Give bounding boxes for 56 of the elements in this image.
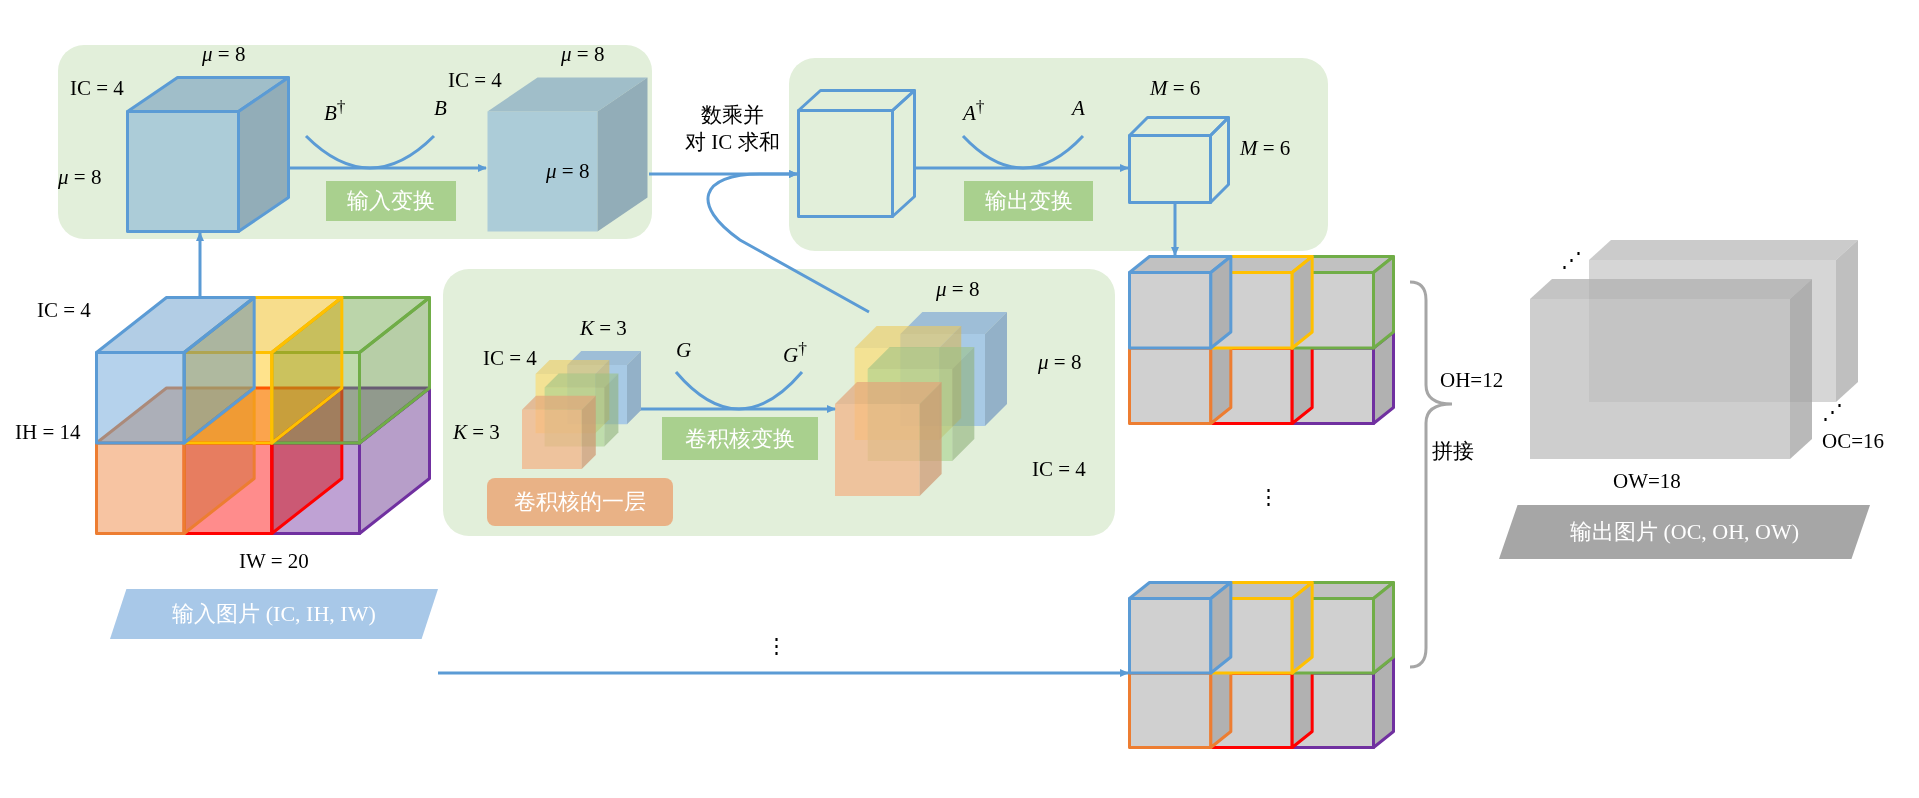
dimension-label: OC=16 xyxy=(1822,429,1884,454)
transform-label: 输出变换 xyxy=(964,181,1093,221)
panel-background xyxy=(58,45,652,239)
output-tile-drawing xyxy=(1128,255,1395,425)
matrix-label: A xyxy=(1072,96,1085,121)
dimension-label: K = 3 xyxy=(580,316,627,341)
dimension-label: μ = 8 xyxy=(546,159,590,184)
kernel-cube-drawing xyxy=(835,312,1007,496)
cube-drawing xyxy=(797,89,916,218)
dimension-label: OW=18 xyxy=(1613,469,1681,494)
arrow xyxy=(706,170,870,314)
edge-label: 数乘并对 IC 求和 xyxy=(685,102,780,157)
dimension-label: IC = 4 xyxy=(70,76,124,101)
dimension-label: IC = 4 xyxy=(1032,457,1086,482)
cube-drawing xyxy=(126,76,290,233)
dimension-label: μ = 8 xyxy=(202,42,246,67)
matrix-label: G$^{†}$ xyxy=(783,338,807,368)
dimension-label: M = 6 xyxy=(1150,76,1201,101)
dimension-label: μ = 8 xyxy=(58,165,102,190)
matrix-label: A$^{†}$ xyxy=(963,96,985,126)
dimension-label: IC = 4 xyxy=(448,68,502,93)
input-tile-drawing xyxy=(95,296,431,535)
dimension-label: IH = 14 xyxy=(15,420,81,445)
dimension-label: μ = 8 xyxy=(561,42,605,67)
kernel-cube-drawing xyxy=(522,351,641,469)
arrow xyxy=(438,669,1129,677)
matrix-label: G xyxy=(676,338,692,363)
arrow xyxy=(196,232,204,296)
dimension-label: OH=12 xyxy=(1440,368,1504,393)
input-image-label: 输入图片 (IC, IH, IW) xyxy=(110,589,438,639)
panel-background xyxy=(789,58,1328,251)
transform-label: 输入变换 xyxy=(326,181,456,221)
dimension-label: μ = 8 xyxy=(936,277,980,302)
ellipsis-mark: ⋮ xyxy=(1258,485,1279,510)
panel-background xyxy=(443,269,1115,536)
matrix-label: B xyxy=(434,96,447,121)
dimension-label: IW = 20 xyxy=(239,549,309,574)
operation-label: 拼接 xyxy=(1432,439,1474,464)
ellipsis-mark: ⋰ xyxy=(1561,248,1582,273)
arrow xyxy=(641,405,836,413)
dimension-label: μ = 8 xyxy=(1038,350,1082,375)
dimension-label: IC = 4 xyxy=(37,298,91,323)
arrow xyxy=(290,164,487,172)
cube-drawing xyxy=(1128,116,1230,204)
output-tile-drawing xyxy=(1128,581,1395,749)
kernel-layer-label: 卷积核的一层 xyxy=(487,478,673,526)
dimension-label: K = 3 xyxy=(453,420,500,445)
ellipsis-mark: ⋰ xyxy=(1822,400,1843,425)
dimension-label: IC = 4 xyxy=(483,346,537,371)
output-image-label: 输出图片 (OC, OH, OW) xyxy=(1499,505,1870,559)
arrow xyxy=(916,164,1129,172)
matrix-label: B$^{†}$ xyxy=(324,96,346,126)
dimension-label: M = 6 xyxy=(1240,136,1291,161)
arrow xyxy=(1171,204,1179,256)
ellipsis-mark: ⋮ xyxy=(766,634,787,659)
transform-label: 卷积核变换 xyxy=(662,417,818,460)
